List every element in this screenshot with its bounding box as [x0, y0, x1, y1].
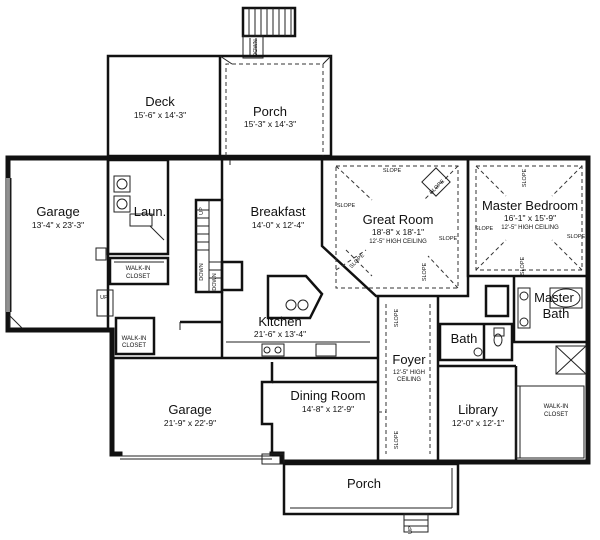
slope-label-11: SLOPE: [394, 308, 400, 327]
laundry-name: Laun.: [134, 204, 167, 219]
master-bath-name: Master: [534, 290, 574, 305]
stairs-down-label-2: DOWN: [199, 263, 205, 280]
master-bath: [484, 276, 588, 375]
walkin-closet-2-line2: CLOSET: [122, 343, 146, 349]
walkin-closet-2-line1: WALK-IN: [122, 336, 147, 342]
master-bedroom-ceiling: 12'-5" HIGH CEILING: [501, 225, 559, 231]
slope-label-5: SLOPE: [422, 262, 428, 281]
master-bedroom-name: Master Bedroom: [482, 198, 578, 213]
great-room-name: Great Room: [363, 212, 434, 227]
slope-label-9: SLOPE: [567, 234, 586, 240]
walkin-closet-3-line2: CLOSET: [544, 412, 568, 418]
side-garage-name: Garage: [36, 204, 79, 219]
foyer-name: Foyer: [392, 352, 426, 367]
foyer-ceiling: 12'-5" HIGH: [393, 370, 425, 376]
foyer: [376, 296, 440, 462]
deck-name: Deck: [145, 94, 175, 109]
slope-label-2: SLOPE: [337, 203, 356, 209]
laundry-room: [106, 158, 170, 286]
library-name: Library: [458, 402, 498, 417]
side-garage-dims: 13'-4" x 23'-3": [32, 220, 84, 230]
front-steps-up-label: UP: [408, 526, 414, 534]
breakfast-dims: 14'-0" x 12'-4": [252, 220, 304, 230]
front-porch-name: Porch: [347, 476, 381, 491]
slope-label-7: SLOPE: [522, 168, 528, 187]
master-bedroom-dims: 16'-1" x 15'-9": [504, 213, 556, 223]
bath-name: Bath: [451, 331, 478, 346]
side-garage: [6, 160, 114, 330]
main-garage: [112, 316, 285, 465]
library-dims: 12'-0" x 12'-1": [452, 418, 504, 428]
main-garage-name: Garage: [168, 402, 211, 417]
dining-room: [260, 362, 378, 454]
stairs-down-label-3: DOWN: [212, 273, 218, 290]
walkin-closet-3-line1: WALK-IN: [544, 404, 569, 410]
deck-dims: 15'-6" x 14'-3": [134, 110, 186, 120]
rear-porch-dims: 15'-3" x 14'-3": [244, 119, 296, 129]
library: [438, 364, 585, 462]
slope-label-8: SLOPE: [475, 226, 494, 232]
slope-label-1: SLOPE: [383, 168, 402, 174]
slope-label-12: SLOPE: [394, 430, 400, 449]
walkin-closet-1-line1: WALK-IN: [126, 266, 151, 272]
stairs-down-label: DOWN: [253, 39, 259, 56]
foyer-ceiling-2: CEILING: [397, 377, 421, 383]
slope-label-3: SLOPE: [439, 236, 458, 242]
walkin-closet-1-line2: CLOSET: [126, 274, 150, 280]
kitchen-name: Kitchen: [258, 314, 301, 329]
front-porch: [282, 462, 460, 533]
side-garage-up-label: UP: [100, 295, 108, 301]
deck-and-rear-porch: [106, 54, 333, 158]
hall-bath: [438, 322, 514, 362]
breakfast-name: Breakfast: [251, 204, 306, 219]
rear-stairs: DOWN: [241, 6, 297, 59]
great-room-ceiling: 12'-5" HIGH CEILING: [369, 239, 427, 245]
dining-room-name: Dining Room: [290, 388, 365, 403]
kitchen-breakfast: [179, 160, 378, 360]
kitchen-dims: 21'-6" x 13'-4": [254, 329, 306, 339]
dining-room-dims: 14'-8" x 12'-9": [302, 404, 354, 414]
master-bedroom: [466, 160, 588, 278]
great-room-dims: 18'-8" x 18'-1": [372, 227, 424, 237]
interior-stairs: [194, 198, 244, 294]
slope-label-10: SLOPE: [520, 256, 526, 275]
master-bath-name-2: Bath: [543, 306, 570, 321]
slope-label-6: SLOPE: [429, 178, 446, 195]
main-garage-dims: 21'-9" x 22'-9": [164, 418, 216, 428]
rear-porch-name: Porch: [253, 104, 287, 119]
stairs-up-label: UP: [199, 207, 205, 215]
